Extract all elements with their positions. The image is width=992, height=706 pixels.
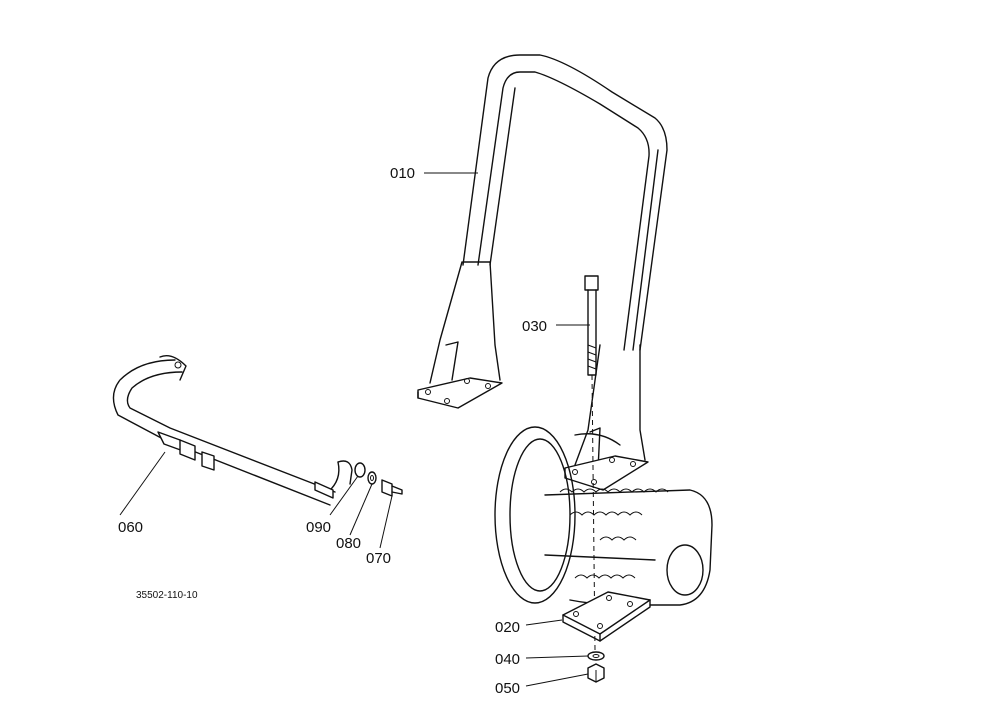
- washer-040: [587, 651, 605, 661]
- label-070: 070: [366, 550, 391, 567]
- diagram-code: 35502-110-10: [136, 590, 198, 601]
- spacer-090: [354, 462, 366, 478]
- nut-050: [587, 663, 605, 683]
- rops-frame-010: [417, 54, 668, 491]
- label-050: 050: [495, 680, 520, 697]
- strap-060: [112, 354, 353, 506]
- label-060: 060: [118, 519, 143, 536]
- leader-lines: [119, 172, 590, 687]
- label-090: 090: [306, 519, 331, 536]
- label-010: 010: [390, 165, 415, 182]
- washer-080: [367, 471, 377, 485]
- label-030: 030: [522, 318, 547, 335]
- label-040: 040: [495, 651, 520, 668]
- plate-020: [562, 591, 651, 642]
- label-080: 080: [336, 535, 361, 552]
- bolt-070: [381, 479, 403, 497]
- label-020: 020: [495, 619, 520, 636]
